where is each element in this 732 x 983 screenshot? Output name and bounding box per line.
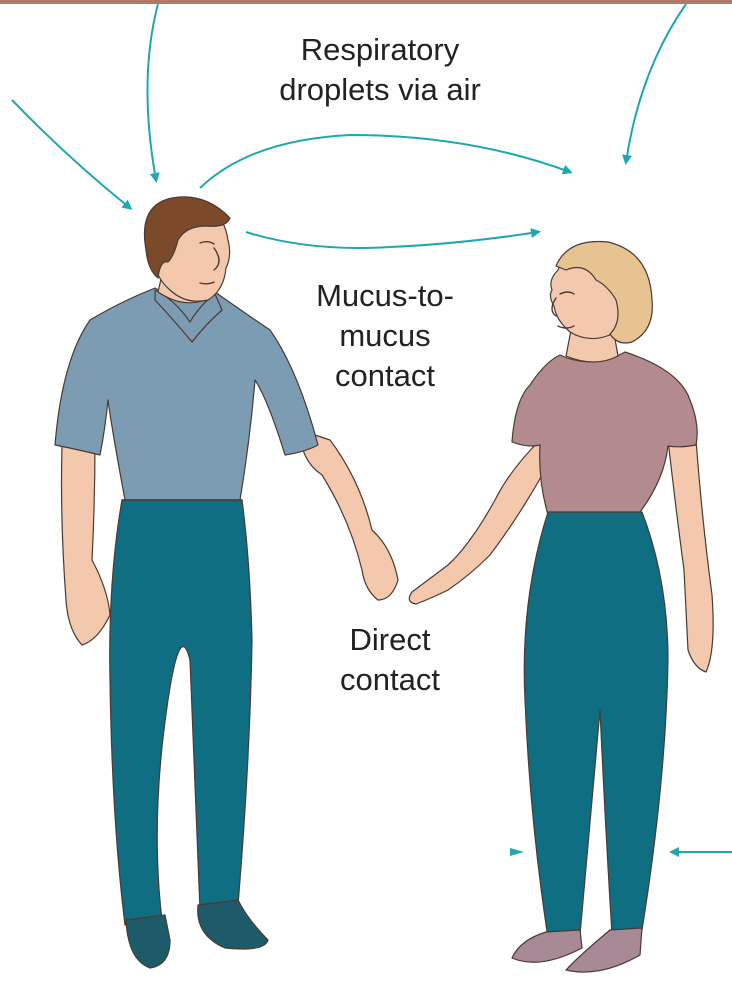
direct-line-1: Direct [310, 620, 470, 660]
respiratory-line-2: droplets via air [230, 70, 530, 110]
woman-pants [524, 512, 668, 938]
woman-left-shoe [512, 930, 582, 962]
woman-left-arm [409, 440, 545, 604]
woman-shirt [512, 352, 697, 515]
arrow-top-left-diagonal [12, 100, 130, 208]
arrow-upper-curve [200, 135, 570, 188]
arrow-lower-curve [246, 232, 538, 248]
respiratory-line-1: Respiratory [230, 30, 530, 70]
mucus-contact-label: Mucus-to- mucus contact [285, 276, 485, 396]
arrow-bottom-small-tip [510, 848, 524, 856]
man-left-arm [62, 440, 111, 645]
man-right-shoe [198, 900, 268, 949]
man-left-shoe [126, 915, 170, 968]
direct-line-2: contact [310, 660, 470, 700]
mucus-line-1: Mucus-to- [285, 276, 485, 316]
man-pants [110, 500, 252, 925]
direct-contact-label: Direct contact [310, 620, 470, 700]
man-right-arm [300, 430, 398, 600]
respiratory-droplets-label: Respiratory droplets via air [230, 30, 530, 110]
mucus-line-2: mucus [285, 316, 485, 356]
arrow-top-center-down [147, 4, 158, 180]
mucus-line-3: contact [285, 356, 485, 396]
arrow-top-right-down [626, 4, 686, 162]
woman-right-arm [668, 440, 713, 672]
